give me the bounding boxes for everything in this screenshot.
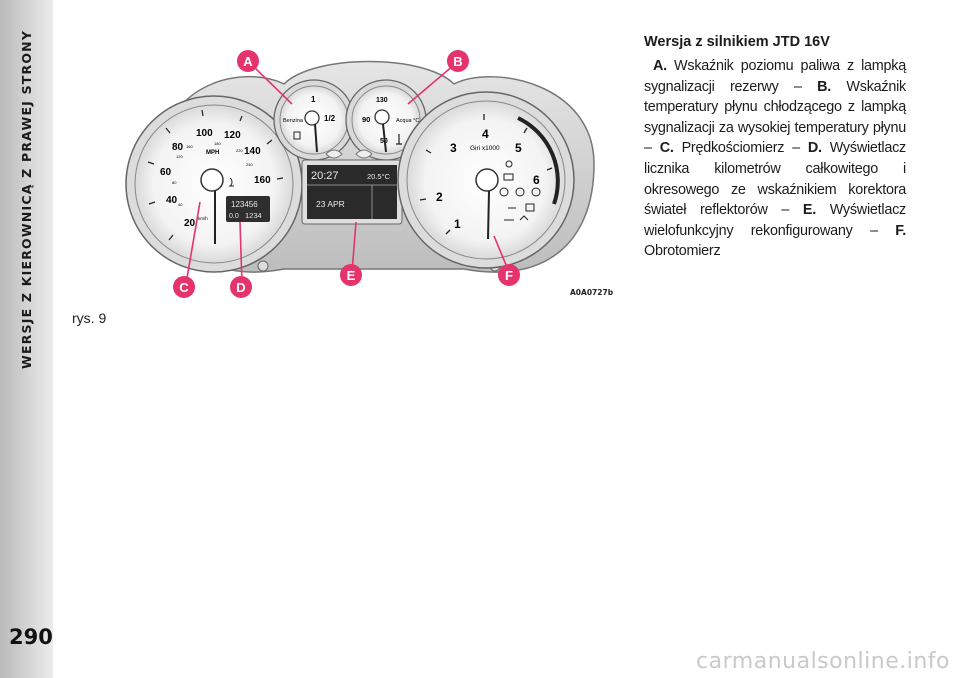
legend-key-a: A. [653,58,667,74]
mph-tick-180: 180 [214,141,221,146]
callout-c: C [179,280,189,295]
tach-warning-icons [499,160,541,221]
coolant-temp-icon [396,134,402,145]
tach-unit: Giri x1000 [470,145,500,152]
fuel-gauge: 1 1/2 Benzina [273,79,355,161]
legend-paragraph: A. Wskaźnik poziomu paliwa z lampką sygn… [644,56,906,262]
fuel-label: Benzina [283,118,304,124]
tach-tick-2: 2 [436,190,443,204]
tach-tick-3: 3 [450,141,457,155]
callout-d-badge [230,276,252,298]
watermark: carmanualsonline.info [696,649,950,674]
description-column: Wersja z silnikiem JTD 16V A. Wskaźnik p… [644,32,906,262]
speed-tick-100: 100 [196,128,213,139]
mph-tick-40: 40 [178,202,183,207]
temp-scale-90: 90 [362,115,370,124]
legend-text-d: Wyświetlacz licznika kilometrów całkowit… [644,140,906,219]
callout-b: B [453,54,462,69]
mph-tick-80: 80 [172,180,177,185]
speed-tick-80: 80 [172,142,184,153]
callout-f-badge [498,264,520,286]
fuel-pump-icon [293,131,301,140]
speed-unit-mph: MPH [206,150,219,156]
legend-key-b: B. [817,78,832,95]
figure-code: A0A0727b [570,288,614,297]
legend-text-e: Wyświetlacz wielofunkcyjny rekonfigurowa… [644,202,906,239]
mph-tick-160: 160 [186,144,193,149]
odometer-total: 123456 [231,200,258,209]
speedometer: 20 40 60 80 100 120 140 160 MPH km/h 120… [125,95,303,273]
instrument-cluster-figure: 20 40 60 80 100 120 140 160 MPH km/h 120… [124,44,614,306]
speed-tick-160: 160 [254,175,271,186]
odometer-trip-label: 0.0 [229,213,239,220]
page-number: 290 [9,625,53,649]
legend-text-b: Wskaźnik temperatury płynu chłodzącego z… [644,78,906,157]
callout-b-badge [447,50,469,72]
speed-tick-20: 20 [184,218,196,229]
callout-c-badge [173,276,195,298]
figure-caption: rys. 9 [72,310,107,326]
speed-unit-kmh: km/h [198,216,208,221]
mph-tick-120: 120 [176,154,183,159]
section-heading: Wersja z silnikiem JTD 16V [644,34,830,50]
tach-tick-1: 1 [454,217,461,231]
display-time: 20:27 [311,170,339,182]
instrument-cluster-illustration: 20 40 60 80 100 120 140 160 MPH km/h 120… [125,50,595,298]
callout-badges [173,50,520,298]
trip-reset-knob [257,260,269,272]
legend-key-c: C. [659,140,674,157]
legend-key-f: F. [895,222,906,239]
fuel-scale-1: 1 [311,95,316,104]
callout-a: A [243,54,253,69]
legend-text-f: Obrotomierz [644,243,721,260]
center-cluster-ornaments [325,149,373,159]
tachometer: 1 2 3 4 5 6 Giri x1000 [397,91,575,269]
speed-tick-120: 120 [224,130,241,141]
section-title-vertical: WERSJE Z KIEROWNICĄ Z PRAWEJ STRONY [19,30,34,370]
speed-tick-140: 140 [244,146,261,157]
speed-tick-60: 60 [160,167,172,178]
callout-f: F [505,268,513,283]
display-temperature: 20.5°C [367,172,391,181]
odometer-window [226,196,270,222]
mph-tick-240: 240 [246,162,253,167]
temp-label: Acqua °C [396,118,419,124]
callout-a-badge [237,50,259,72]
odometer-trip: 1234 [245,211,262,220]
headlight-warning-icon [228,177,234,187]
mph-tick-220: 220 [236,148,243,153]
tach-tick-4: 4 [482,127,489,141]
sidebar-band: WERSJE Z KIEROWNICĄ Z PRAWEJ STRONY 290 [0,0,53,678]
legend-key-e: E. [802,202,816,219]
legend-text-a: Wskaźnik poziomu paliwa z lampką sygnali… [644,58,906,95]
callout-e: E [347,268,356,283]
legend-key-d: D. [807,140,822,157]
speed-tick-40: 40 [166,195,178,206]
temperature-gauge: 130 90 50 Acqua °C [345,79,427,161]
multifunction-display: 20:27 20.5°C 23 APR [301,159,403,225]
callout-d: D [236,280,245,295]
temp-scale-130: 130 [376,97,388,104]
display-date: 23 APR [316,199,345,209]
tach-tick-5: 5 [515,141,522,155]
fuel-scale-half: 1/2 [324,114,336,123]
callout-e-badge [340,264,362,286]
tach-tick-6: 6 [533,173,540,187]
legend-text-c: Prędkościomierz – [673,140,808,157]
